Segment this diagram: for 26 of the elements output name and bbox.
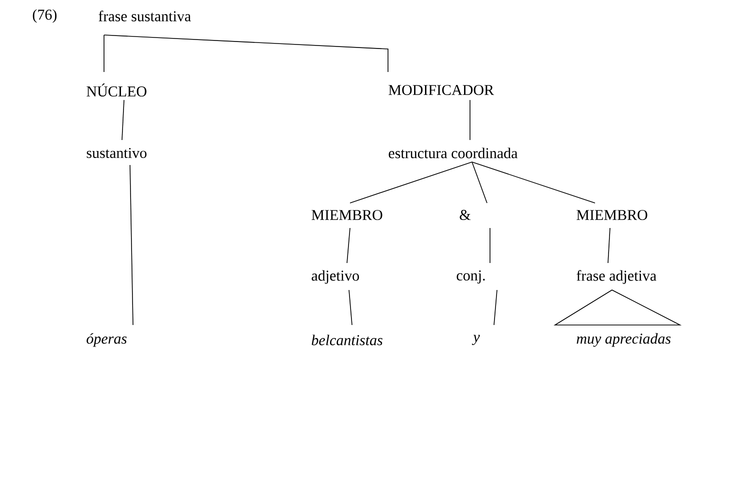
tree-label: frase adjetiva [576, 270, 656, 284]
tree-line [350, 162, 472, 204]
tree-line [104, 34, 388, 72]
tree-line [122, 100, 124, 140]
tree-line [472, 162, 596, 204]
tree-line [608, 228, 610, 264]
tree-label: muy apreciadas [576, 333, 671, 347]
tree-label: frase sustantiva [98, 10, 191, 22]
tree-label: óperas [86, 333, 127, 347]
tree-label: conj. [456, 270, 485, 284]
tree-label: MODIFICADOR [388, 84, 494, 96]
tree-label: MIEMBRO [312, 210, 382, 220]
tree-line [346, 228, 350, 264]
tree-line [472, 162, 488, 204]
tree-label: sustantivo [86, 148, 146, 158]
tree-label: & [460, 210, 471, 220]
tree-line [494, 290, 498, 326]
tree-label: adjetivo [312, 270, 359, 284]
tree-line [130, 164, 134, 326]
tree-line [348, 290, 352, 326]
tree-label: belcantistas [312, 334, 382, 346]
tree-label: MIEMBRO [576, 210, 648, 220]
example-number: (76) [32, 9, 57, 23]
tree-label: NÚCLEO [86, 83, 146, 96]
tree-label: estructura coordinada [388, 148, 518, 158]
tree-label: y [472, 334, 480, 346]
